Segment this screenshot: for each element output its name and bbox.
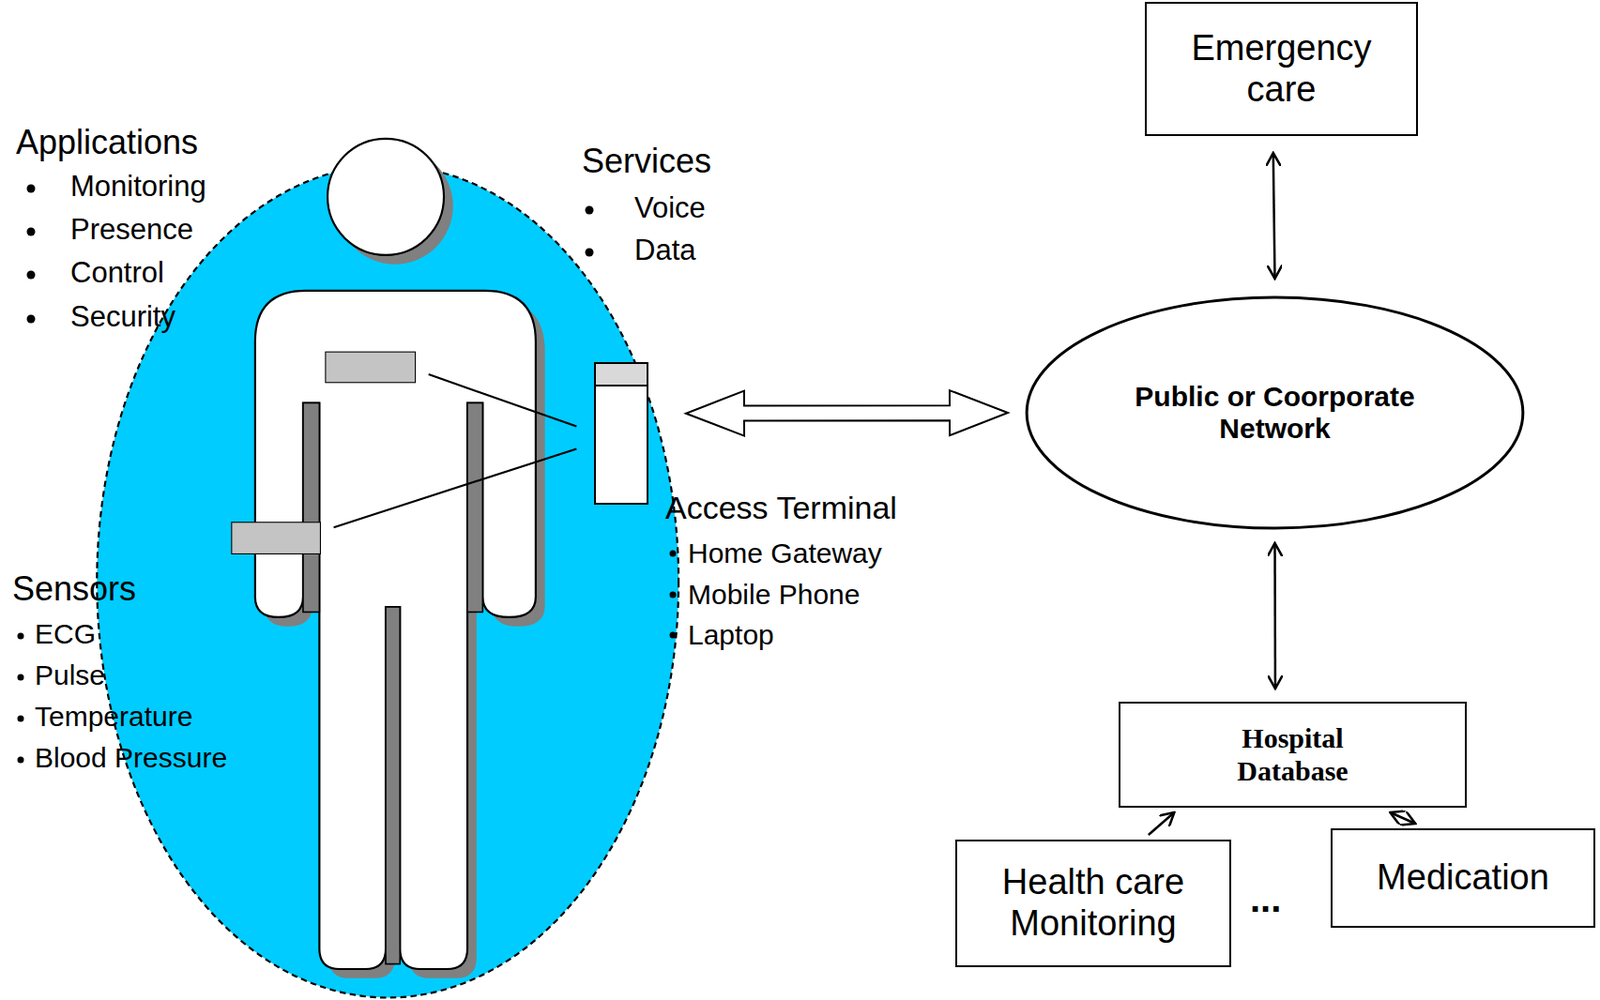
list-item: Data bbox=[634, 233, 696, 268]
list-item: Temperature bbox=[34, 700, 193, 734]
list-item: ECG bbox=[34, 618, 96, 652]
bullet bbox=[27, 228, 36, 237]
bullet bbox=[27, 184, 36, 194]
list-item: Voice bbox=[634, 191, 706, 226]
section-heading: Applications bbox=[15, 122, 199, 162]
bullet bbox=[670, 550, 677, 558]
list-item: Control bbox=[70, 256, 165, 290]
connector-arrow bbox=[1273, 543, 1277, 689]
arm-gap bbox=[467, 403, 483, 613]
body-area-ellipse bbox=[96, 165, 679, 998]
sensor-lead bbox=[334, 448, 578, 528]
access-terminal-device: Access TerminalHome GatewayMobile PhoneL… bbox=[594, 362, 649, 505]
list-item: Security bbox=[70, 300, 176, 335]
bullet bbox=[27, 271, 36, 280]
monitoring-box: Health care Monitoring bbox=[955, 839, 1232, 968]
node-label: Emergency care bbox=[1173, 28, 1390, 110]
network-ellipse: Public or Coorporate Network bbox=[1024, 295, 1525, 531]
connector-arrow bbox=[1273, 152, 1276, 279]
list-item: Monitoring bbox=[70, 169, 207, 204]
block-arrow bbox=[685, 390, 1008, 436]
list-item: Mobile Phone bbox=[687, 579, 860, 612]
bullet bbox=[17, 633, 25, 640]
figure-body bbox=[255, 290, 536, 970]
bullets bbox=[17, 184, 677, 764]
bullet bbox=[17, 757, 25, 764]
wrist-sensor bbox=[231, 522, 321, 555]
list-item: Presence bbox=[70, 213, 194, 247]
bullet bbox=[27, 315, 36, 324]
section-heading: Services bbox=[581, 141, 712, 181]
bullet bbox=[17, 674, 25, 682]
connector-arrow bbox=[1148, 812, 1175, 836]
node-label: Public or Coorporate Network bbox=[1097, 380, 1454, 446]
leg-gap bbox=[385, 607, 400, 965]
bullet bbox=[670, 592, 677, 599]
terminal-heading: Access Terminal bbox=[665, 489, 898, 527]
node-label: Hospital Database bbox=[1203, 722, 1383, 788]
section-heading: Sensors bbox=[12, 569, 137, 609]
list-item: Laptop bbox=[687, 619, 775, 653]
bullet bbox=[585, 206, 595, 215]
list-item: Blood Pressure bbox=[34, 742, 228, 776]
chest-sensor bbox=[325, 351, 416, 383]
database-box: Hospital Database bbox=[1118, 701, 1467, 808]
node-label: Health care Monitoring bbox=[980, 862, 1206, 945]
body-area bbox=[96, 138, 679, 999]
node-label: Medication bbox=[1376, 857, 1550, 900]
bullet bbox=[585, 248, 595, 258]
medication-box: Medication bbox=[1330, 828, 1596, 929]
bullet bbox=[17, 716, 25, 723]
connector-arrow bbox=[1389, 812, 1416, 824]
emergency-care-box: Emergency care bbox=[1144, 1, 1418, 137]
device-band bbox=[595, 364, 647, 387]
figure-head bbox=[327, 138, 444, 256]
list-item: Home Gateway bbox=[687, 537, 883, 571]
bullet bbox=[670, 632, 677, 640]
ellipsis: ... bbox=[1249, 877, 1281, 921]
sensor-lead bbox=[428, 374, 578, 427]
arm-gap bbox=[303, 403, 320, 613]
list-item: Pulse bbox=[34, 659, 106, 693]
